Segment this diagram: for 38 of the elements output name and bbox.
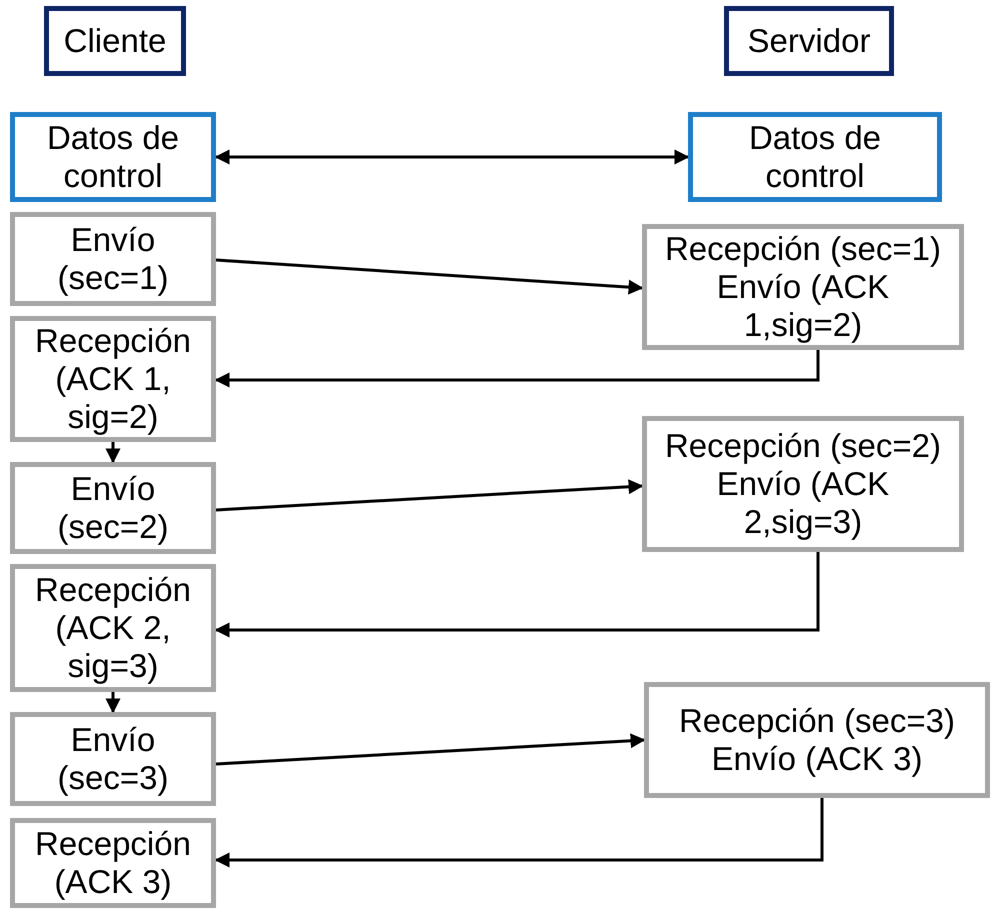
actor-box [44, 6, 186, 76]
node-text: Envío (sec=3) [56, 721, 170, 797]
arrow [214, 150, 690, 164]
process-box [10, 564, 216, 692]
node-text: Servidor [748, 22, 870, 60]
node-text: Recepción (sec=3) [678, 702, 956, 740]
node-text: Datos de control [748, 119, 882, 195]
node-text: Envío (sec=2) [56, 470, 170, 546]
node-text: Datos de control [46, 119, 180, 195]
node-text: Recepción (ACK 2, sig=3) [34, 571, 192, 685]
node-text: Recepción (sec=1) [664, 230, 942, 268]
process-box [10, 112, 216, 202]
process-box [10, 712, 216, 806]
arrow [214, 798, 824, 868]
node-text: Envío (ACK 2,sig=3) [716, 465, 890, 541]
arrow [216, 733, 646, 766]
process-box [688, 112, 942, 202]
arrow [106, 442, 120, 464]
node-text: Envío (ACK 3) [712, 740, 922, 778]
node-text: Envío (sec=1) [56, 221, 170, 297]
node-text: Recepción (ACK 3) [34, 825, 192, 901]
arrow [216, 258, 644, 295]
process-box [10, 212, 216, 306]
node-text: Recepción (ACK 1, sig=2) [34, 322, 192, 436]
process-box [10, 462, 216, 554]
arrow [214, 552, 820, 638]
process-box [10, 316, 216, 442]
actor-box [724, 6, 894, 76]
arrow [214, 350, 820, 388]
arrow [106, 692, 120, 714]
node-text: Recepción (sec=2) [664, 427, 942, 466]
process-box [10, 818, 216, 908]
node-text: Envío (ACK 1,sig=2) [716, 268, 890, 344]
arrow [216, 479, 644, 512]
node-text: Cliente [64, 22, 166, 60]
process-box [642, 224, 964, 350]
process-box [644, 682, 990, 798]
process-box [642, 416, 964, 552]
